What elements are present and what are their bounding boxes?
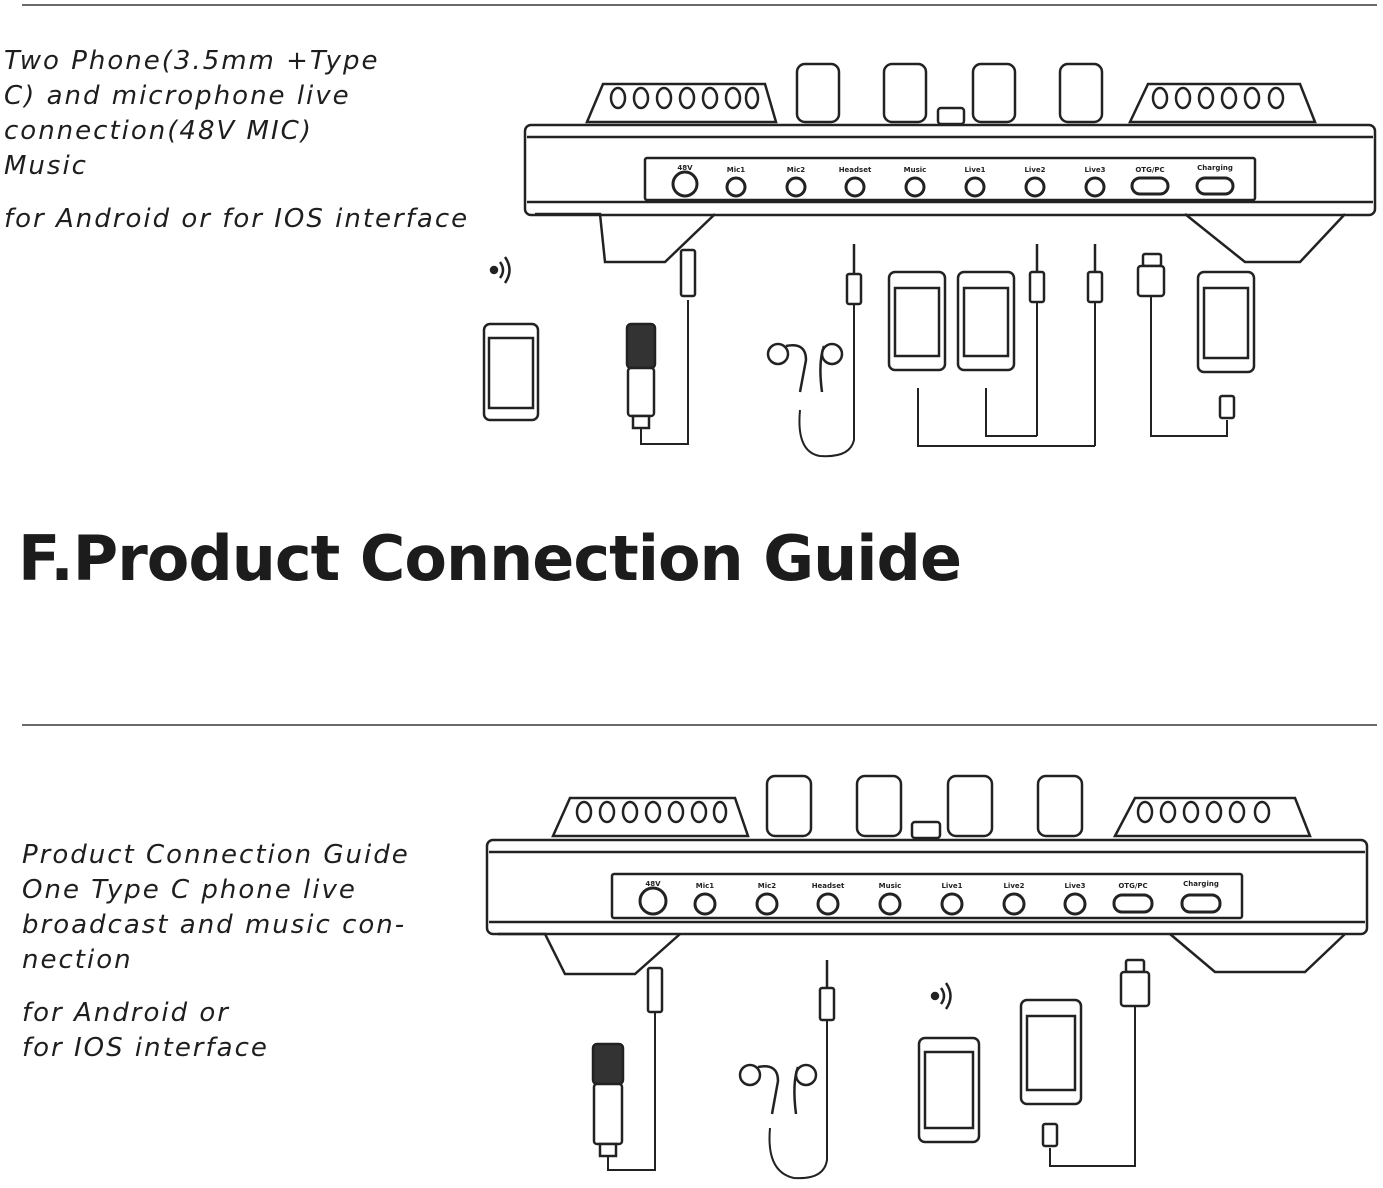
port-live1 [964, 176, 986, 198]
bottom-caption-line-1: Product Connection Guide [22, 840, 410, 870]
port-music [904, 176, 926, 198]
bottom-connection-diagram: 48V Mic1 Mic2 Headset Music Live1 Live2 … [485, 774, 1369, 1180]
port-label-mic1: Mic1 [727, 166, 746, 174]
port-label-headset: Headset [839, 166, 872, 174]
port-label-live1: Live1 [941, 882, 962, 890]
top-caption-line-1: Two Phone(3.5mm +Type [4, 46, 380, 76]
port-charging [1195, 176, 1235, 196]
earphones-icon [738, 1063, 818, 1115]
top-connection-diagram: 48V Mic1 Mic2 Headset Music Live1 Live2 … [482, 62, 1377, 458]
port-label-mic1: Mic1 [696, 882, 715, 890]
top-caption: Two Phone(3.5mm +Type C) and microphone … [4, 44, 469, 237]
port-label-music: Music [904, 166, 927, 174]
audio-jack-plug-icon [768, 960, 836, 1180]
port-live3 [1084, 176, 1106, 198]
port-label-otg: OTG/PC [1135, 166, 1164, 174]
top-interface-note: for Android or for IOS interface [4, 204, 470, 234]
port-label-mic2: Mic2 [787, 166, 806, 174]
bottom-interface-line-1: for Android or [22, 998, 230, 1028]
port-headset [844, 176, 866, 198]
port-live2 [1024, 176, 1046, 198]
condenser-microphone-icon [591, 966, 664, 1171]
top-caption-line-2: C) and microphone live [4, 81, 351, 111]
bottom-caption: Product Connection Guide One Type C phon… [22, 838, 410, 1066]
bottom-caption-line-2: One Type C phone live [22, 875, 357, 905]
port-label-mic2: Mic2 [758, 882, 777, 890]
wireless-signal-icon [930, 982, 952, 1010]
audio-jack-plug-icon [798, 244, 863, 458]
port-label-48v: 48V [677, 164, 693, 172]
port-label-charging: Charging [1197, 164, 1233, 172]
audio-jack-plug-icon [917, 244, 1104, 447]
port-label-48v: 48V [645, 880, 661, 888]
port-label-live3: Live3 [1064, 882, 1085, 890]
smartphone-icon [917, 1036, 981, 1144]
port-otg [1130, 176, 1170, 196]
port-label-live1: Live1 [964, 166, 985, 174]
usb-c-plug-icon [1041, 958, 1151, 1167]
top-caption-line-4: Music [4, 151, 88, 181]
smartphone-icon [1196, 270, 1256, 374]
smartphone-icon [887, 270, 1016, 372]
port-label-live2: Live2 [1024, 166, 1045, 174]
smartphone-icon [1019, 998, 1083, 1106]
bottom-caption-line-3: broadcast and music con- [22, 910, 407, 940]
port-label-otg: OTG/PC [1118, 882, 1147, 890]
port-label-live3: Live3 [1084, 166, 1105, 174]
usb-c-plug-icon [1136, 252, 1236, 437]
earphones-icon [766, 342, 844, 393]
bottom-divider [22, 724, 1377, 726]
port-label-headset: Headset [812, 882, 845, 890]
bottom-caption-line-4: nection [22, 945, 133, 975]
bottom-interface-line-2: for IOS interface [22, 1033, 269, 1063]
port-label-live2: Live2 [1003, 882, 1024, 890]
smartphone-icon [482, 322, 540, 422]
port-48v [671, 170, 699, 198]
page-title: F.Product Connection Guide [18, 522, 962, 595]
port-label-music: Music [879, 882, 902, 890]
top-caption-line-3: connection(48V MIC) [4, 116, 313, 146]
port-label-charging: Charging [1183, 880, 1219, 888]
condenser-microphone-icon [625, 248, 697, 445]
wireless-signal-icon [489, 256, 511, 284]
port-mic2 [785, 176, 807, 198]
port-mic1 [725, 176, 747, 198]
top-divider [22, 4, 1377, 6]
